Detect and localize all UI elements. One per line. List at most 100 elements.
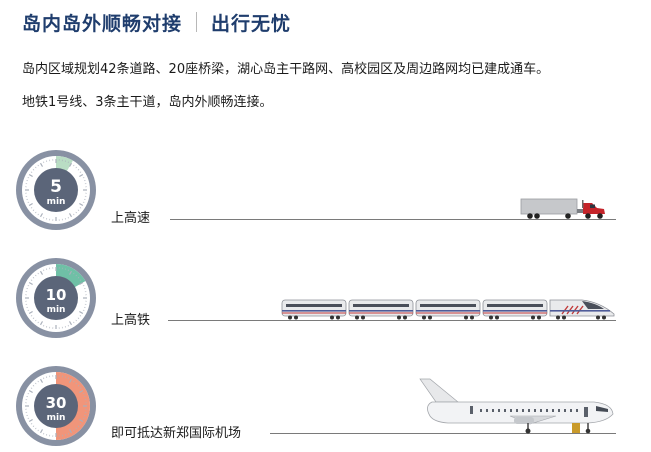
clock-tick xyxy=(67,216,69,219)
clock-ticks xyxy=(25,159,87,221)
clock-tick xyxy=(43,269,45,272)
clock-tick xyxy=(77,169,80,171)
clock-tick xyxy=(68,429,73,434)
clock-tick xyxy=(77,209,80,211)
clock-tick xyxy=(77,277,80,279)
title-divider xyxy=(196,12,198,32)
clock-tick xyxy=(75,274,77,277)
row-label-railway: 上高铁 xyxy=(111,313,151,328)
clock-tick xyxy=(37,272,39,275)
clock-tick xyxy=(28,418,33,423)
clock-tick xyxy=(68,378,73,383)
clock-tick xyxy=(67,161,69,164)
clock-tick xyxy=(27,201,30,203)
clock-tick xyxy=(67,432,69,435)
clock-tick xyxy=(79,279,82,281)
row-label-airport: 即可抵达新郑国际机场 xyxy=(111,426,242,441)
clock-tick xyxy=(79,418,84,423)
clock-tick xyxy=(32,317,35,319)
clock-tick xyxy=(43,377,45,380)
clock-tick xyxy=(39,378,44,383)
clock-tick xyxy=(79,315,82,317)
clock-tick xyxy=(67,269,69,272)
clock-tick xyxy=(43,324,45,327)
clock-tick xyxy=(28,310,33,315)
intro-line-1: 岛内区域规划42条道路、20座桥梁，湖心岛主干路网、高校园区及周边路网均已建成通… xyxy=(22,62,550,77)
clock-number: 30 xyxy=(46,394,67,412)
clock-tick xyxy=(73,321,75,324)
clock-tick xyxy=(32,169,35,171)
clock-face xyxy=(34,168,78,212)
clock-tick xyxy=(79,202,84,207)
clock-tick xyxy=(67,377,69,380)
clock-icon-5min: 5 min xyxy=(16,150,96,230)
clock-tick xyxy=(27,285,30,287)
clock-tick xyxy=(43,216,45,219)
clock-tick xyxy=(67,324,69,327)
clock-tick xyxy=(27,417,30,419)
clock-icon-30min: 30 min xyxy=(16,366,96,446)
clock-tick xyxy=(30,207,33,209)
clock-tick xyxy=(77,385,80,387)
clock-ticks xyxy=(25,267,87,329)
clock-tick xyxy=(35,166,37,169)
clock-tick xyxy=(39,270,44,275)
clock-tick xyxy=(68,162,73,167)
clock-tick xyxy=(79,171,82,173)
clock-tick xyxy=(28,389,33,394)
clock-unit: min xyxy=(47,413,66,423)
clock-tick xyxy=(39,429,44,434)
clock-tick xyxy=(77,317,80,319)
clock-tick xyxy=(79,207,82,209)
clock-tick xyxy=(30,423,33,425)
clock-tick xyxy=(27,177,30,179)
clock-tick xyxy=(79,387,82,389)
clock-tick xyxy=(35,274,37,277)
clock-tick xyxy=(75,427,77,430)
clock-tick xyxy=(35,211,37,214)
clock-tick xyxy=(73,164,75,167)
clock-tick xyxy=(82,417,85,419)
clock-tick xyxy=(37,429,39,432)
clock-tick xyxy=(68,270,73,275)
clock-tick xyxy=(75,382,77,385)
clock-tick xyxy=(82,393,85,395)
clock-tick xyxy=(39,213,44,218)
clock-tick xyxy=(37,213,39,216)
clock-tick xyxy=(28,173,33,178)
clock-tick xyxy=(73,272,75,275)
clock-tick xyxy=(82,201,85,203)
title-sub: 出行无忧 xyxy=(211,12,292,35)
page-title: 岛内岛外顺畅对接 出行无忧 xyxy=(22,7,291,37)
clock-tick xyxy=(75,319,77,322)
clock-number: 10 xyxy=(46,286,67,304)
clock-tick xyxy=(30,387,33,389)
clock-tick xyxy=(43,432,45,435)
clock-tick xyxy=(68,321,73,326)
clock-tick xyxy=(75,166,77,169)
clock-icon-10min: 10 min xyxy=(16,258,96,338)
clock-tick xyxy=(73,213,75,216)
clock-ticks xyxy=(25,375,87,437)
intro-line-2: 地铁1号线、3条主干道，岛内外顺畅连接。 xyxy=(22,95,273,110)
route-track-airport xyxy=(270,433,616,434)
clock-tick xyxy=(79,173,84,178)
clock-tick xyxy=(73,380,75,383)
clock-tick xyxy=(32,277,35,279)
clock-tick xyxy=(30,279,33,281)
clock-tick xyxy=(30,315,33,317)
clock-tick xyxy=(79,423,82,425)
route-track-highway xyxy=(170,219,616,220)
clock-tick xyxy=(35,319,37,322)
clock-tick xyxy=(75,211,77,214)
title-main: 岛内岛外顺畅对接 xyxy=(22,12,183,35)
clock-face xyxy=(34,384,78,428)
clock-tick xyxy=(35,382,37,385)
clock-tick xyxy=(79,310,84,315)
row-label-highway: 上高速 xyxy=(111,211,151,226)
clock-number: 5 xyxy=(50,177,62,197)
high-speed-train-icon xyxy=(281,299,615,320)
clock-tick xyxy=(79,281,84,286)
clock-tick xyxy=(79,389,84,394)
clock-tick xyxy=(82,309,85,311)
